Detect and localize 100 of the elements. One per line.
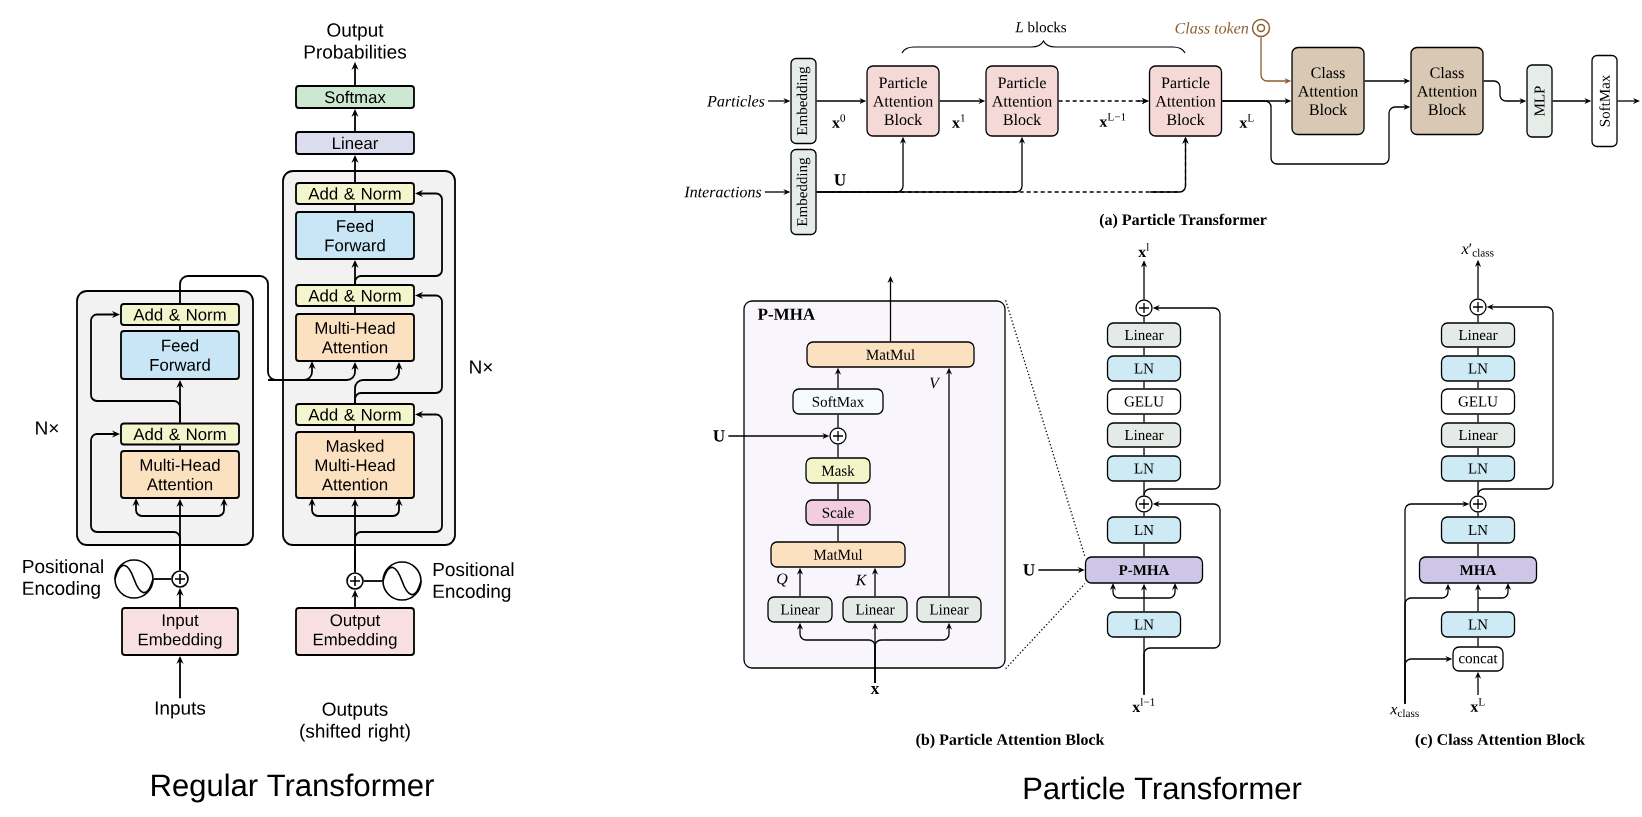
layer-box: Output Embedding xyxy=(295,607,415,656)
edge-label: U xyxy=(834,174,846,186)
layer-box: Masked Multi-Head Attention xyxy=(295,431,415,499)
connector-line xyxy=(1143,347,1145,356)
plus-circle xyxy=(1469,298,1487,316)
brace-label: L blocks xyxy=(1015,21,1067,33)
edge-label: x$^{1}$ xyxy=(952,114,965,128)
layer-box: Linear xyxy=(295,131,415,155)
layer-box: Add & Norm xyxy=(295,403,415,426)
caption: Regular Transformer xyxy=(152,773,434,803)
block-box: Particle Attention Block xyxy=(1148,65,1223,137)
layer-box: SoftMax xyxy=(1591,54,1618,148)
connector-line xyxy=(1477,381,1479,389)
connector-line xyxy=(1477,315,1479,323)
layer-box: LN xyxy=(1440,355,1516,382)
layer-box: LN xyxy=(1440,516,1516,544)
side-label: Positional Encoding xyxy=(23,559,103,599)
plus-circle xyxy=(829,427,847,445)
connector-line xyxy=(179,444,181,451)
layer-box: LN xyxy=(1106,355,1182,382)
subfigure-caption: (a) Particle Transformer xyxy=(1099,213,1267,229)
input-label: x$^{l−1}$ xyxy=(1132,698,1155,713)
input-label: x xyxy=(870,686,880,694)
side-label: Class token xyxy=(1175,22,1249,34)
connector-line xyxy=(152,578,173,580)
layer-box: MatMul xyxy=(770,541,906,568)
connector-line xyxy=(1477,414,1479,423)
plus-circle xyxy=(1469,495,1487,513)
edge-label: Q xyxy=(777,573,788,587)
layer-box: concat xyxy=(1452,646,1504,672)
connector-line xyxy=(1143,481,1145,496)
connector-line xyxy=(354,306,356,314)
connector-line xyxy=(1143,543,1145,557)
plus-circle xyxy=(171,570,189,588)
layer-box: GELU xyxy=(1106,388,1182,415)
input-label: Inputs xyxy=(155,701,206,719)
layer-box: Add & Norm xyxy=(120,422,240,446)
connector-line xyxy=(1477,637,1479,647)
block-box: Class Attention Block xyxy=(1410,46,1484,136)
caption: Particle Transformer xyxy=(1024,776,1302,800)
layer-box: Embedding xyxy=(790,57,817,145)
input-label: U xyxy=(1023,564,1035,576)
arrow xyxy=(90,430,181,572)
layer-box: LN xyxy=(1440,611,1516,638)
arrow xyxy=(90,310,181,424)
layer-box: Feed Forward xyxy=(120,330,240,380)
layer-box: Linear xyxy=(842,596,908,623)
layer-box: LN xyxy=(1440,455,1516,482)
connector-line xyxy=(1143,447,1145,456)
layer-box: Add & Norm xyxy=(120,303,240,326)
layer-box: Feed Forward xyxy=(295,211,415,260)
plus-circle xyxy=(346,572,364,590)
connector-line xyxy=(179,325,181,331)
layer-box: Add & Norm xyxy=(295,182,415,205)
connector-line xyxy=(362,580,384,582)
layer-box: SoftMax xyxy=(792,388,884,415)
layer-box: Linear xyxy=(1440,322,1516,348)
plus-circle xyxy=(1135,299,1153,317)
edge-label: K xyxy=(855,574,868,586)
dashed-line xyxy=(1005,583,1086,670)
connector-line xyxy=(1143,512,1145,517)
layer-box: Linear xyxy=(916,596,982,623)
layer-box: LN xyxy=(1106,611,1182,638)
connector-line xyxy=(837,414,839,428)
layer-box: Multi-Head Attention xyxy=(120,450,240,499)
layer-box: P-MHA xyxy=(1084,556,1204,584)
plus-circle xyxy=(1135,495,1153,513)
layer-box: Softmax xyxy=(295,85,415,109)
output-label: x′$_{class}$ xyxy=(1461,243,1494,257)
layer-box: Linear xyxy=(767,596,833,623)
layer-box: GELU xyxy=(1440,388,1516,415)
layer-box: LN xyxy=(1106,455,1182,482)
side-label: N× xyxy=(470,360,493,374)
input-label: Interactions xyxy=(684,186,762,198)
side-label: Positional Encoding xyxy=(433,562,514,602)
layer-box: MHA xyxy=(1418,556,1538,584)
layer-box: LN xyxy=(1106,516,1182,544)
edge-label: x$^{L−1}$ xyxy=(1099,113,1126,127)
layer-box: Embedding xyxy=(790,148,817,236)
layer-box: Linear xyxy=(1106,422,1182,448)
block-box: Class Attention Block xyxy=(1291,46,1365,136)
subfigure-caption: (c) Class Attention Block xyxy=(1415,733,1586,749)
layer-box: MLP xyxy=(1526,64,1553,138)
input-label: x$^{L}$ xyxy=(1470,698,1485,712)
edge-label: V xyxy=(929,377,941,389)
output-label: x$^{l}$ xyxy=(1138,243,1150,258)
layer-box: MatMul xyxy=(806,341,975,368)
layer-box: Linear xyxy=(1440,422,1516,448)
input-label: Particles xyxy=(707,95,765,107)
layer-box: Add & Norm xyxy=(295,284,415,307)
connector-line xyxy=(837,444,839,458)
side-label: N× xyxy=(36,421,59,435)
layer-box: Scale xyxy=(805,499,871,526)
connector-line xyxy=(354,204,356,212)
output-label: Output Probabilities xyxy=(304,23,407,59)
layer-box: Input Embedding xyxy=(121,607,239,656)
input-label: x$_{class}$ xyxy=(1390,707,1419,718)
dashed-line xyxy=(1005,299,1086,557)
connector-line xyxy=(837,525,839,542)
edge-label: x$^{0}$ xyxy=(832,114,846,128)
